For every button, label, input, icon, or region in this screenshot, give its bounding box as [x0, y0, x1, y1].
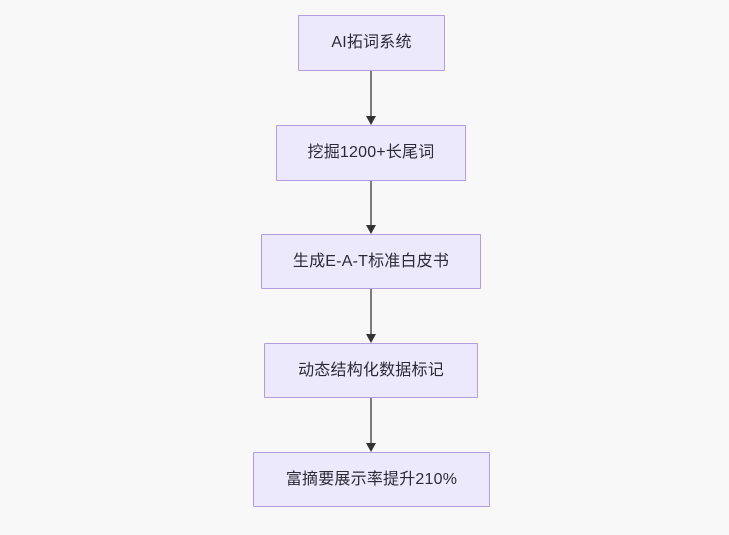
flow-connector-2-to-3 [361, 181, 381, 234]
flow-node-ai-keyword-system[interactable]: AI拓词系统 [298, 15, 445, 71]
flow-node-rich-snippet-rate-increase[interactable]: 富摘要展示率提升210% [253, 452, 490, 507]
flow-node-label: 动态结构化数据标记 [298, 361, 444, 379]
connector-line [370, 71, 372, 116]
flow-node-label: AI拓词系统 [331, 34, 412, 52]
flow-node-label: 生成E-A-T标准白皮书 [292, 252, 450, 270]
flow-node-label: 挖掘1200+长尾词 [307, 144, 435, 162]
flow-connector-1-to-2 [361, 71, 381, 125]
arrowhead-icon [366, 116, 376, 125]
flow-node-generate-eat-whitepaper[interactable]: 生成E-A-T标准白皮书 [261, 234, 481, 289]
flow-node-label: 富摘要展示率提升210% [285, 470, 458, 488]
flow-connector-4-to-5 [361, 398, 381, 452]
connector-line [370, 289, 372, 334]
connector-line [370, 398, 372, 443]
flow-node-mine-longtail-keywords[interactable]: 挖掘1200+长尾词 [276, 125, 466, 181]
flow-connector-3-to-4 [361, 289, 381, 343]
arrowhead-icon [366, 225, 376, 234]
arrowhead-icon [366, 443, 376, 452]
flow-node-dynamic-structured-data-markup[interactable]: 动态结构化数据标记 [264, 343, 478, 398]
connector-line [370, 181, 372, 225]
arrowhead-icon [366, 334, 376, 343]
